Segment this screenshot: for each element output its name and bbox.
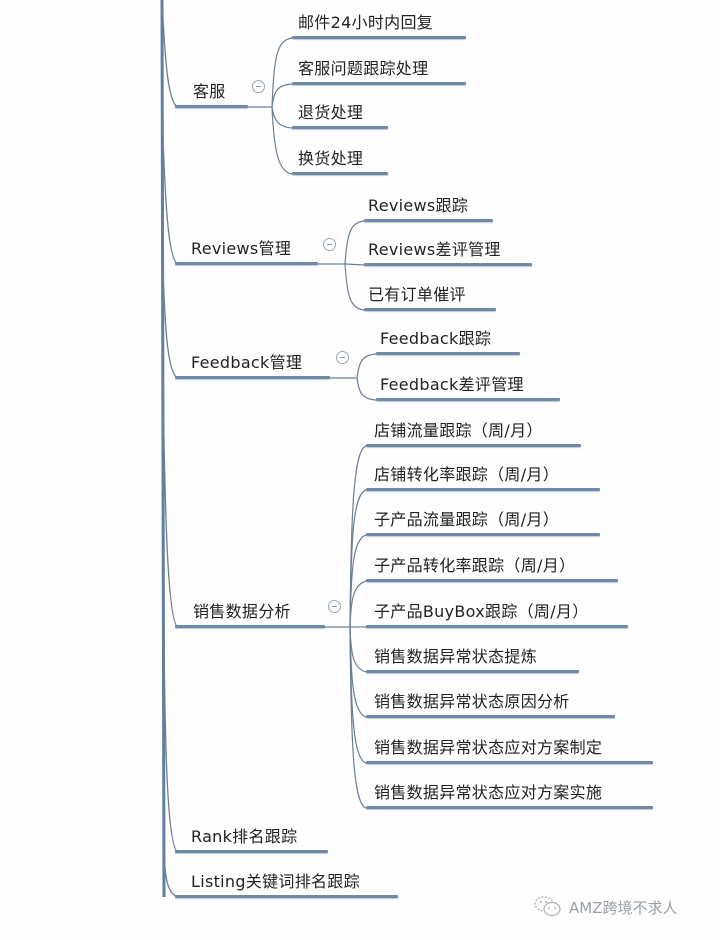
leaf-anomaly-cause[interactable]: 销售数据异常状态原因分析	[366, 686, 615, 718]
leaf-underline	[366, 488, 600, 491]
leaf-underline	[366, 579, 618, 582]
leaf-anomaly-extract[interactable]: 销售数据异常状态提炼	[366, 641, 579, 673]
branch-label: Rank排名跟踪	[191, 827, 298, 846]
leaf-underline	[364, 308, 496, 311]
wechat-icon	[533, 895, 563, 919]
leaf-label: Feedback跟踪	[380, 329, 492, 348]
leaf-underline	[366, 806, 653, 809]
branch-sales-analysis[interactable]: 销售数据分析	[175, 596, 325, 628]
leaf-reviews-tracking[interactable]: Reviews跟踪	[364, 190, 493, 222]
branch-underline	[175, 625, 325, 628]
branch-underline	[175, 850, 328, 853]
branch-listing-keyword-rank[interactable]: Listing关键词排名跟踪	[175, 866, 398, 898]
branch-label: Reviews管理	[191, 239, 292, 258]
branch-underline	[175, 376, 330, 379]
leaf-email-reply[interactable]: 邮件24小时内回复	[292, 7, 466, 39]
leaf-child-traffic[interactable]: 子产品流量跟踪（周/月）	[366, 504, 600, 536]
leaf-underline	[364, 263, 532, 266]
leaf-label: 退货处理	[298, 103, 364, 122]
leaf-reviews-negative[interactable]: Reviews差评管理	[364, 234, 532, 266]
leaf-anomaly-plan[interactable]: 销售数据异常状态应对方案制定	[366, 732, 653, 764]
leaf-anomaly-execute[interactable]: 销售数据异常状态应对方案实施	[366, 777, 653, 809]
leaf-label: 销售数据异常状态提炼	[374, 647, 538, 666]
watermark: AMZ跨境不求人	[533, 895, 677, 919]
minus-circle-icon[interactable]	[336, 351, 349, 364]
leaf-child-buybox[interactable]: 子产品BuyBox跟踪（周/月）	[366, 596, 628, 628]
branch-rank-tracking[interactable]: Rank排名跟踪	[175, 821, 328, 853]
leaf-label: 客服问题跟踪处理	[298, 59, 429, 78]
leaf-returns[interactable]: 退货处理	[292, 97, 388, 129]
leaf-feedback-tracking[interactable]: Feedback跟踪	[376, 323, 520, 355]
leaf-underline	[366, 715, 615, 718]
leaf-label: 邮件24小时内回复	[298, 13, 434, 32]
branch-label: Listing关键词排名跟踪	[191, 872, 360, 891]
branch-reviews[interactable]: Reviews管理	[175, 234, 318, 265]
branch-customer-service[interactable]: 客服	[175, 77, 248, 108]
leaf-label: 销售数据异常状态应对方案实施	[374, 783, 603, 802]
leaf-underline	[366, 533, 600, 536]
branch-feedback[interactable]: Feedback管理	[175, 347, 330, 379]
leaf-underline	[376, 352, 520, 355]
leaf-underline	[292, 82, 466, 85]
leaf-feedback-negative[interactable]: Feedback差评管理	[376, 369, 560, 401]
leaf-label: 子产品转化率跟踪（周/月）	[374, 556, 576, 575]
leaf-store-traffic[interactable]: 店铺流量跟踪（周/月）	[366, 415, 581, 447]
branch-label: Feedback管理	[191, 353, 303, 372]
leaf-underline	[366, 625, 628, 628]
branch-underline	[175, 895, 398, 898]
minus-circle-icon[interactable]	[323, 238, 336, 251]
leaf-label: 换货处理	[298, 149, 364, 168]
leaf-store-conversion[interactable]: 店铺转化率跟踪（周/月）	[366, 459, 600, 491]
branch-label: 销售数据分析	[193, 602, 291, 621]
minus-circle-icon[interactable]	[252, 80, 265, 93]
leaf-label: 店铺转化率跟踪（周/月）	[374, 465, 559, 484]
leaf-label: Feedback差评管理	[380, 375, 524, 394]
branch-underline	[175, 105, 248, 108]
leaf-label: 子产品BuyBox跟踪（周/月）	[374, 602, 589, 621]
leaf-underline	[376, 398, 560, 401]
leaf-issue-tracking[interactable]: 客服问题跟踪处理	[292, 53, 466, 85]
watermark-text: AMZ跨境不求人	[569, 898, 678, 917]
leaf-child-conversion[interactable]: 子产品转化率跟踪（周/月）	[366, 550, 618, 582]
leaf-label: 销售数据异常状态应对方案制定	[374, 738, 603, 757]
leaf-underline	[292, 36, 466, 39]
leaf-label: Reviews差评管理	[368, 240, 501, 259]
leaf-label: 已有订单催评	[368, 285, 466, 304]
leaf-underline	[366, 670, 579, 673]
leaf-underline	[366, 444, 581, 447]
leaf-label: 子产品流量跟踪（周/月）	[374, 510, 559, 529]
leaf-order-review-request[interactable]: 已有订单催评	[364, 279, 496, 311]
leaf-underline	[292, 126, 388, 129]
branch-underline	[175, 262, 318, 265]
leaf-label: 销售数据异常状态原因分析	[374, 692, 570, 711]
leaf-exchanges[interactable]: 换货处理	[292, 143, 388, 175]
leaf-underline	[364, 219, 493, 222]
leaf-label: 店铺流量跟踪（周/月）	[374, 421, 543, 440]
leaf-label: Reviews跟踪	[368, 196, 469, 215]
branch-label: 客服	[193, 82, 226, 101]
leaf-underline	[366, 761, 653, 764]
leaf-underline	[292, 172, 388, 175]
minus-circle-icon[interactable]	[328, 600, 341, 613]
